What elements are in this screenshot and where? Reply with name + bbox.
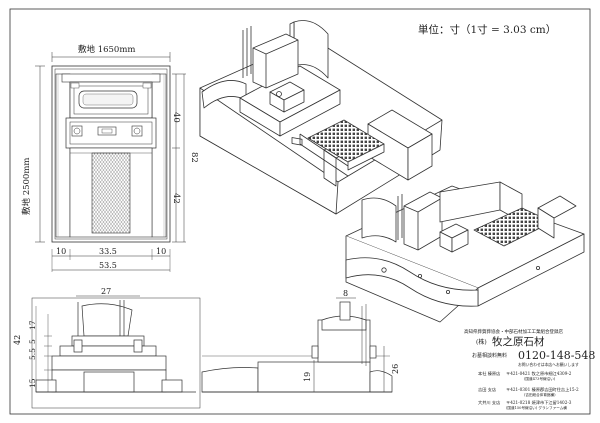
- branch-note-1: (国道473号線沿い): [524, 376, 556, 381]
- branch-name-2: 吉田 支店: [478, 386, 496, 393]
- dim-82: 82: [189, 152, 199, 163]
- dim-42-section: 42: [13, 335, 22, 345]
- dim-15: 15: [28, 378, 37, 388]
- isometric-view-small: [345, 181, 585, 323]
- dim-40: 40: [171, 112, 181, 123]
- dim-5-5: 5.5: [28, 348, 37, 360]
- phone-note: お問い合わせは本店へお願いします: [518, 362, 579, 367]
- dim-17: 17: [28, 320, 37, 330]
- branch-note-2: (吉田総合体育館横): [524, 392, 556, 397]
- branch-address-1: 〒421-0421 牧之原市細江4309-2: [506, 370, 572, 377]
- isometric-view-large: [199, 20, 443, 215]
- side-view: 8 19 26: [201, 289, 400, 393]
- unit-note: 単位：寸（1寸 = 3.03 cm）: [418, 23, 556, 36]
- dim-26: 26: [391, 364, 400, 374]
- dim-5: 5: [28, 339, 37, 344]
- dim-10-left: 10: [56, 247, 66, 256]
- front-width-label: 敷地 1650mm: [78, 44, 135, 55]
- phone-number: 0120-148-548: [518, 349, 595, 362]
- dim-53-5: 53.5: [99, 261, 117, 270]
- dim-10-right: 10: [156, 247, 166, 256]
- phone-label: お墓相談料無料: [472, 352, 507, 359]
- dim-19: 19: [303, 372, 312, 382]
- front-depth-label: 敷地 2500mm: [21, 158, 32, 215]
- section-view: 27 42 17 5 5.5: [13, 287, 201, 409]
- branch-address-3: 〒421-0218 焼津市下江留1402-3: [506, 399, 572, 406]
- company-info: 高知県葬賀葬協会・中部石材加工工業組合登録店 (株) 牧之原石材 お墓相談料無料…: [464, 328, 595, 410]
- branch-note-3: (国道150号線沿い) グランファーム横: [506, 405, 567, 410]
- branch-address-2: 〒421-0301 榛原郡吉田町住吉上15-2: [506, 386, 579, 393]
- company-name: 牧之原石材: [492, 335, 545, 348]
- dim-27: 27: [101, 287, 111, 296]
- dim-42: 42: [171, 193, 181, 204]
- dim-33-5: 33.5: [99, 247, 117, 256]
- front-plan-view: 敷地 1650mm 敷地 2500mm: [21, 44, 199, 272]
- branch-name-1: 本社 榛原店: [478, 370, 500, 377]
- dim-8: 8: [343, 289, 348, 298]
- branch-name-3: 大井川 支店: [478, 399, 500, 406]
- sheet-border: [9, 8, 591, 415]
- company-logo-mark: (株): [476, 338, 487, 346]
- company-cert: 高知県葬賀葬協会・中部石材加工工業組合登録店: [464, 328, 563, 335]
